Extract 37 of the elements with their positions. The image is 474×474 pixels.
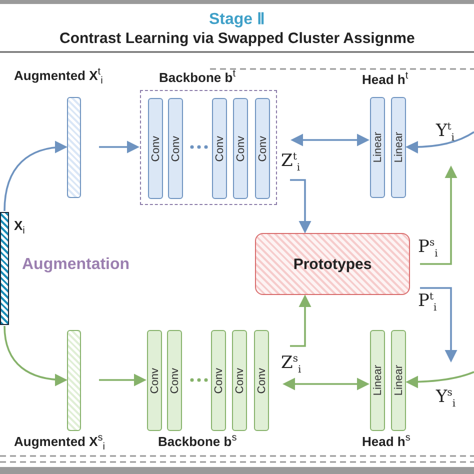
subtitle: Contrast Learning via Swapped Cluster Assignme bbox=[60, 30, 415, 47]
layer-block: Conv bbox=[233, 98, 248, 199]
layer-block: Conv bbox=[168, 98, 183, 199]
arrow bbox=[290, 179, 312, 234]
layer-block: Conv bbox=[232, 330, 247, 431]
arrow bbox=[4, 326, 68, 386]
layer-block: Linear bbox=[391, 330, 406, 431]
layer-block: Conv bbox=[147, 330, 162, 431]
layer-block: Conv bbox=[211, 330, 226, 431]
arrow bbox=[99, 140, 140, 154]
input-bar bbox=[0, 212, 9, 325]
layer-block: Linear bbox=[370, 97, 385, 198]
bar-caption: X$_{i}$ bbox=[14, 218, 25, 233]
arrow bbox=[4, 141, 68, 212]
arrow bbox=[405, 131, 474, 154]
group-heading: Backbone b$^{t}$ bbox=[159, 70, 236, 85]
layer-block: Conv bbox=[212, 98, 227, 199]
layer-block: Conv bbox=[148, 98, 163, 199]
augmented-bar bbox=[67, 330, 81, 431]
block-caption: Head h$^{t}$ bbox=[362, 72, 408, 87]
prototypes-box: Prototypes bbox=[255, 233, 410, 295]
layer-block: Linear bbox=[391, 97, 406, 198]
layer-block: Conv bbox=[167, 330, 182, 431]
arrow bbox=[405, 371, 474, 388]
augmented-bar bbox=[67, 97, 81, 198]
layer-block: Conv bbox=[254, 330, 269, 431]
title: Stage Ⅱ bbox=[208, 11, 265, 28]
layer-block: Conv bbox=[255, 98, 270, 199]
arrow bbox=[420, 287, 458, 363]
block-caption: Head h$^{s}$ bbox=[362, 434, 410, 449]
section-label: Augmentation bbox=[22, 256, 130, 274]
block-caption: Backbone b$^{s}$ bbox=[158, 434, 237, 449]
arrow bbox=[282, 378, 370, 390]
arrow bbox=[99, 374, 147, 386]
arrow bbox=[290, 134, 370, 146]
layer-block: Linear bbox=[370, 330, 385, 431]
arrow bbox=[290, 294, 312, 347]
